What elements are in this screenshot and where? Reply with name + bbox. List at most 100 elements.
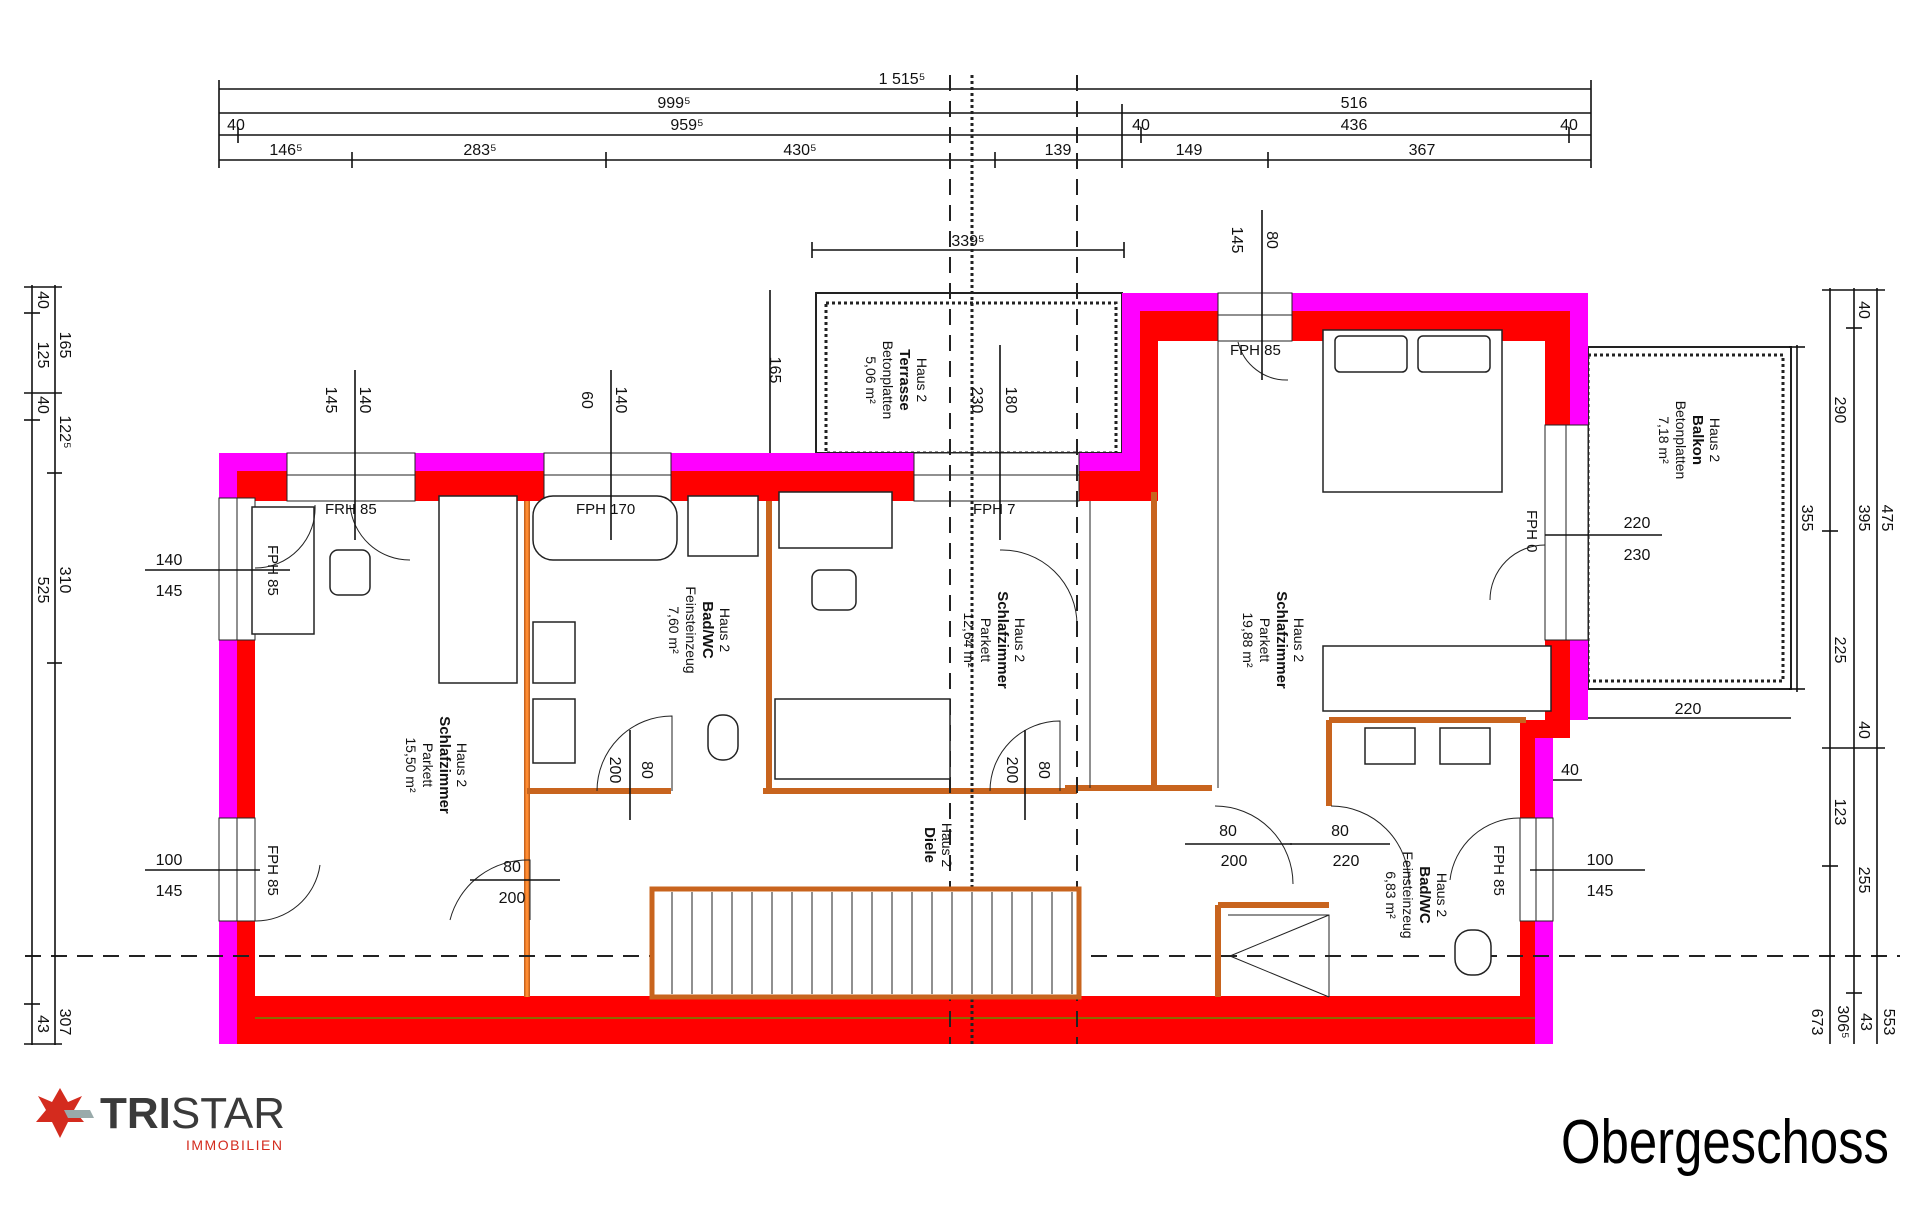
left-dimension-chain: 40 125 40 525 43 165 122⁵ 310 307 — [24, 285, 73, 1045]
dim-label: 200 — [1003, 757, 1020, 784]
shower — [1228, 914, 1330, 998]
dim-total-width: 1 515⁵ — [879, 71, 926, 88]
dim-label: 40 — [34, 396, 51, 414]
room-name: Bad/WC — [1416, 866, 1433, 924]
desk — [778, 491, 893, 549]
room-floor: Betonplatten — [880, 341, 896, 420]
dim-label: 230 — [968, 387, 985, 414]
right-dimension-chain: 355 290 225 40 395 475 40 123 255 673 30… — [1789, 288, 1897, 1044]
dim-label: 40 — [1560, 117, 1578, 134]
balcony — [1587, 346, 1792, 690]
dim-label: 516 — [1341, 95, 1368, 112]
dim-label: 310 — [56, 567, 73, 594]
sink — [1439, 727, 1491, 765]
room-name: Bad/WC — [699, 601, 716, 659]
dim-label: 165 — [766, 357, 783, 384]
dim-label: 40 — [1561, 762, 1579, 779]
heater-label: FPH 85 — [1230, 342, 1281, 359]
logo-text: TRISTAR — [100, 1089, 285, 1138]
dim-label: 355 — [1798, 505, 1815, 532]
dim-label: 290 — [1831, 397, 1848, 424]
opening-dimensions: 140 145 100 145 100 145 220 230 220 145 … — [145, 210, 1791, 907]
room-label-balcony: Haus 2 Balkon Betonplatten 7,18 m² — [1656, 401, 1723, 480]
room-house: Haus 2 — [1707, 418, 1723, 463]
dim-label: 146⁵ — [269, 142, 302, 159]
room-floor: Betonplatten — [1673, 401, 1689, 480]
room-floor: Feinsteinzeug — [1400, 851, 1416, 938]
room-name: Terrasse — [896, 349, 913, 410]
dim-label: 255 — [1855, 867, 1872, 894]
dim-label: 475 — [1878, 505, 1895, 532]
floor-title: Obergeschoss — [1561, 1108, 1889, 1177]
dim-label: 145 — [156, 583, 183, 600]
furniture — [251, 329, 1552, 998]
room-area: 7,60 m² — [666, 606, 682, 654]
wardrobe — [1322, 645, 1552, 712]
room-house: Haus 2 — [939, 823, 955, 868]
heater-label: FRH 85 — [325, 501, 377, 518]
dim-label: 40 — [1855, 301, 1872, 319]
chair — [811, 569, 857, 611]
room-label-terrace: Haus 2 Terrasse Betonplatten 5,06 m² — [863, 341, 930, 420]
dim-label: 149 — [1176, 142, 1203, 159]
dim-label: 220 — [1333, 853, 1360, 870]
dim-label: 430⁵ — [783, 142, 816, 159]
dim-label: 43 — [34, 1015, 51, 1033]
dim-label: 140 — [156, 552, 183, 569]
shower-tray — [687, 495, 759, 557]
dim-label: 959⁵ — [670, 117, 703, 134]
dim-label: 80 — [1263, 231, 1280, 249]
dim-label: 100 — [156, 852, 183, 869]
room-area: 15,50 m² — [403, 737, 419, 793]
dim-label: 306⁵ — [1834, 1005, 1851, 1038]
dim-label: 367 — [1409, 142, 1436, 159]
room-name: Schlafzimmer — [1273, 591, 1290, 689]
room-house: Haus 2 — [1291, 618, 1307, 663]
dim-label: 40 — [34, 291, 51, 309]
dim-label: 40 — [1855, 721, 1872, 739]
room-area: 7,18 m² — [1656, 416, 1672, 464]
star-icon — [36, 1088, 94, 1138]
dim-label: 200 — [606, 757, 623, 784]
room-area: 6,83 m² — [1383, 871, 1399, 919]
dim-label: 145 — [156, 883, 183, 900]
sink — [532, 621, 576, 684]
dim-label: 525 — [34, 577, 51, 604]
heater-label: FPH 170 — [576, 501, 635, 518]
dim-label: 60 — [578, 391, 595, 409]
room-house: Haus 2 — [1012, 618, 1028, 663]
bathtub — [532, 495, 678, 561]
door-swings — [254, 341, 1546, 922]
interior-walls — [524, 341, 1526, 997]
dim-label: 80 — [638, 761, 655, 779]
dim-label: 200 — [1221, 853, 1248, 870]
dim-label: 40 — [227, 117, 245, 134]
room-house: Haus 2 — [1434, 873, 1450, 918]
room-floor: Parkett — [978, 618, 994, 662]
room-label-bath2: Haus 2 Bad/WC Feinsteinzeug 6,83 m² — [1383, 851, 1450, 938]
heater-label: FPH 85 — [1490, 845, 1507, 896]
toilet — [1454, 929, 1492, 976]
tristar-logo: TRISTAR IMMOBILIEN — [36, 1088, 285, 1153]
dim-label: 80 — [1219, 823, 1237, 840]
room-name: Schlafzimmer — [994, 591, 1011, 689]
dim-label: 123 — [1831, 799, 1848, 826]
room-house: Haus 2 — [914, 358, 930, 403]
room-name: Balkon — [1689, 415, 1706, 465]
sink — [532, 698, 576, 764]
room-label-bedroom2: Haus 2 Schlafzimmer Parkett 12,64 m² — [961, 591, 1028, 689]
dim-label: 283⁵ — [463, 142, 496, 159]
logo-subtitle: IMMOBILIEN — [186, 1137, 283, 1153]
terrace — [815, 292, 1123, 454]
top-dimension-chain: 1 515⁵ 999⁵ 516 40 959⁵ 40 436 40 146⁵ 2… — [218, 71, 1592, 258]
room-label-bedroom1: Haus 2 Schlafzimmer Parkett 15,50 m² — [403, 716, 470, 814]
dim-terrace-width: 339⁵ — [951, 233, 984, 250]
dim-label: 673 — [1808, 1009, 1825, 1036]
dim-label: 436 — [1341, 117, 1368, 134]
single-bed — [438, 495, 518, 684]
logo-brand-bold: TRI — [100, 1089, 171, 1138]
room-area: 5,06 m² — [863, 356, 879, 404]
room-house: Haus 2 — [454, 743, 470, 788]
